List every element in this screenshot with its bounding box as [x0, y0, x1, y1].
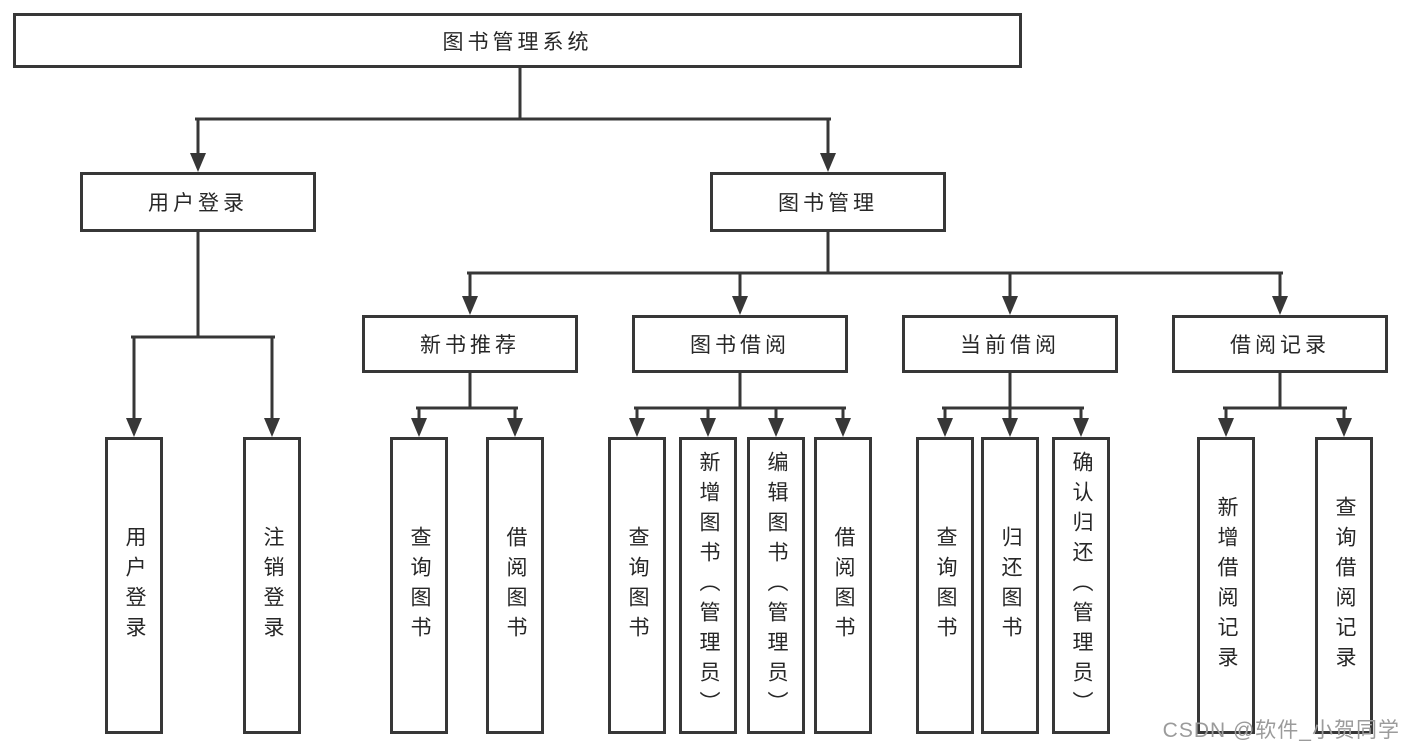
leaf-query-books-newbook: 查询图书 — [390, 437, 448, 734]
arrowhead-icon — [835, 418, 851, 437]
arrowhead-icon — [264, 418, 280, 437]
leaf-edit-books-admin: 编辑图书（管理员） — [747, 437, 805, 734]
node-borrow-records: 借阅记录 — [1172, 315, 1388, 373]
leaf-add-books-admin: 新增图书（管理员） — [679, 437, 737, 734]
connector-book-borrow-to-leaves — [629, 371, 851, 437]
arrowhead-icon — [732, 296, 748, 315]
arrowhead-icon — [768, 418, 784, 437]
arrowhead-icon — [411, 418, 427, 437]
arrowhead-icon — [1218, 418, 1234, 437]
csdn-watermark: CSDN @软件_小贺同学 — [1162, 719, 1400, 742]
arrowhead-icon — [507, 418, 523, 437]
connector-current-borrow-to-leaves — [937, 371, 1089, 437]
arrowhead-icon — [126, 418, 142, 437]
leaf-add-borrow-record: 新增借阅记录 — [1197, 437, 1255, 734]
leaf-user-login-action: 用户登录 — [105, 437, 163, 734]
leaf-query-books-current: 查询图书 — [916, 437, 974, 734]
leaf-borrow-books-newbook: 借阅图书 — [486, 437, 544, 734]
leaf-logout: 注销登录 — [243, 437, 301, 734]
connector-book-mgmt-to-level3 — [462, 230, 1288, 315]
arrowhead-icon — [937, 418, 953, 437]
leaf-return-books: 归还图书 — [981, 437, 1039, 734]
arrowhead-icon — [190, 153, 206, 172]
arrowhead-icon — [1336, 418, 1352, 437]
arrowhead-icon — [820, 153, 836, 172]
connector-borrow-record-to-leaves — [1218, 371, 1352, 437]
node-current-borrowing: 当前借阅 — [902, 315, 1118, 373]
node-root-system: 图书管理系统 — [13, 13, 1022, 68]
leaf-query-borrow-record: 查询借阅记录 — [1315, 437, 1373, 734]
arrowhead-icon — [1073, 418, 1089, 437]
arrowhead-icon — [629, 418, 645, 437]
leaf-query-books-borrow: 查询图书 — [608, 437, 666, 734]
arrowhead-icon — [462, 296, 478, 315]
node-book-management: 图书管理 — [710, 172, 946, 232]
leaf-borrow-books-borrow: 借阅图书 — [814, 437, 872, 734]
node-user-login: 用户登录 — [80, 172, 316, 232]
arrowhead-icon — [1002, 296, 1018, 315]
node-book-borrowing: 图书借阅 — [632, 315, 848, 373]
arrowhead-icon — [1002, 418, 1018, 437]
leaf-confirm-return-admin: 确认归还（管理员） — [1052, 437, 1110, 734]
node-new-book-recommend: 新书推荐 — [362, 315, 578, 373]
arrowhead-icon — [1272, 296, 1288, 315]
connector-root-to-level2 — [190, 66, 836, 172]
connector-new-book-to-leaves — [411, 371, 523, 437]
arrowhead-icon — [700, 418, 716, 437]
connector-user-login-to-leaves — [126, 230, 280, 437]
